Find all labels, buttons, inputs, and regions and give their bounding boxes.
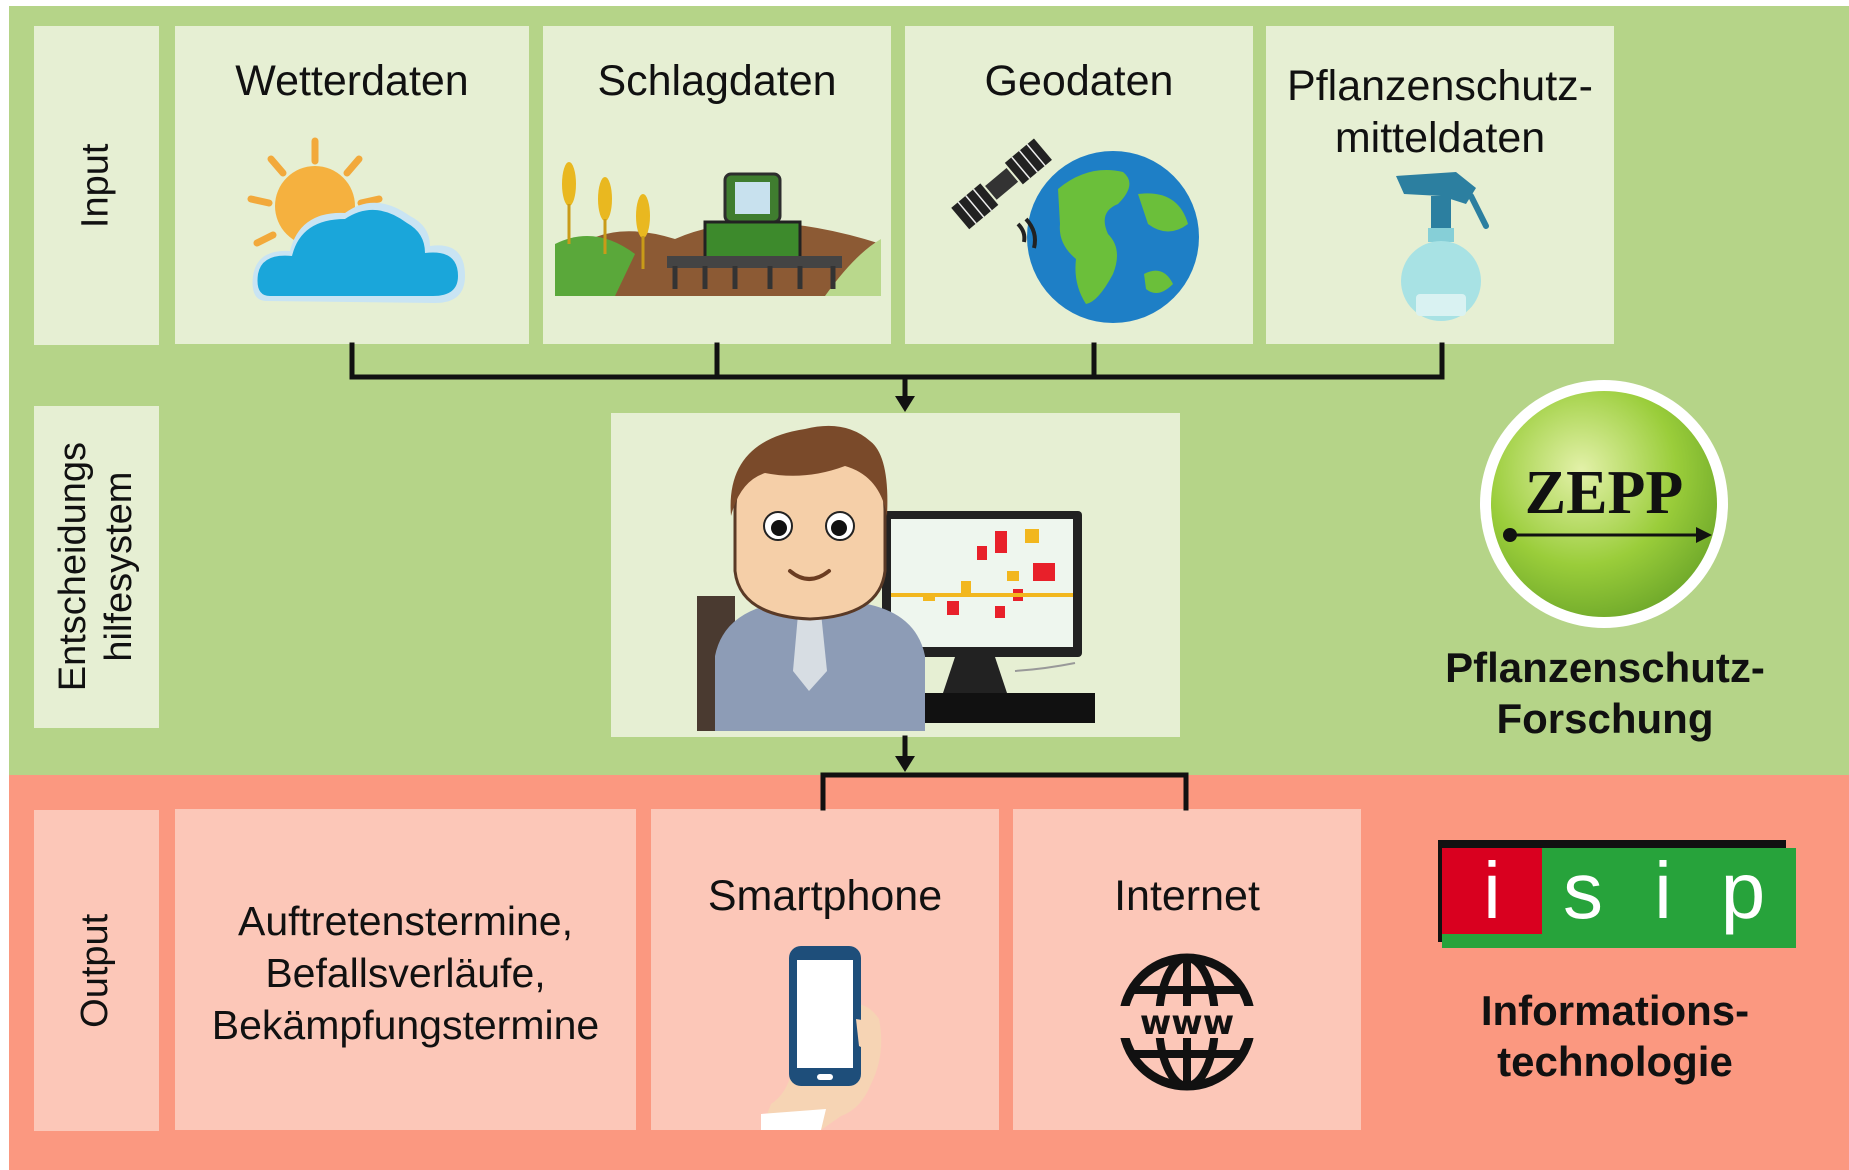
input-title-line2: mitteldaten — [1334, 113, 1546, 162]
zepp-caption: Pflanzenschutz- Forschung — [1380, 642, 1830, 744]
input-box-wetterdaten: Wetterdaten — [175, 26, 529, 344]
zepp-caption-line1: Pflanzenschutz- — [1445, 644, 1765, 691]
smartphone-hand-icon — [761, 946, 882, 1130]
input-title-schlagdaten: Schlagdaten — [597, 57, 837, 105]
output-box-termine: Auftretenstermine, Befallsverläufe, Bekä… — [175, 809, 636, 1130]
man-at-computer-icon — [697, 425, 1095, 731]
globe-satellite-icon — [951, 138, 1199, 323]
dss-row-label: Entscheidungs hilfesystem — [34, 406, 159, 728]
isip-logo: i s i p — [1438, 840, 1796, 950]
zepp-logo-text: ZEPP — [1525, 459, 1683, 527]
isip-caption-line1: Informations- — [1480, 987, 1750, 1034]
input-title-wetterdaten: Wetterdaten — [235, 57, 469, 105]
output-box-internet: Internet www — [1013, 809, 1361, 1130]
output-row-label: Output — [34, 810, 159, 1131]
zepp-logo: ZEPP — [1480, 380, 1728, 628]
input-title-geodaten: Geodaten — [984, 57, 1174, 105]
isip-caption-line2: technologie — [1497, 1038, 1733, 1086]
isip-letter-3: i — [1654, 846, 1672, 935]
dss-box — [611, 413, 1180, 737]
input-title-pflanzenschutz: Pflanzenschutz- mitteldaten — [1266, 61, 1614, 164]
weather-cloud-sun-icon — [247, 137, 465, 303]
output-box-smartphone: Smartphone — [651, 809, 999, 1130]
output-termine-line2: Befallsverläufe, — [265, 950, 546, 997]
arrow-to-dss — [895, 396, 915, 412]
zepp-caption-line2: Forschung — [1496, 695, 1714, 743]
input-merge-line — [349, 342, 1445, 380]
output-termine-line1: Auftretenstermine, — [238, 898, 573, 944]
isip-logo-red — [1442, 848, 1542, 934]
output-title-internet: Internet — [1114, 872, 1260, 920]
isip-letter-2: s — [1563, 846, 1603, 935]
spray-bottle-icon — [1396, 172, 1489, 321]
www-globe-icon: www — [1117, 953, 1257, 1091]
svg-text:www: www — [1140, 1003, 1234, 1043]
input-row-label: Input — [34, 26, 159, 345]
output-termine-text: Auftretenstermine, Befallsverläufe, Bekä… — [175, 895, 636, 1051]
input-box-pflanzenschutzmitteldaten: Pflanzenschutz- mitteldaten — [1266, 26, 1614, 344]
output-termine-line3: Bekämpfungstermine — [211, 1002, 600, 1049]
isip-letter-1: i — [1483, 846, 1501, 935]
field-tractor-icon — [555, 162, 881, 296]
isip-caption: Informations- technologie — [1390, 985, 1840, 1087]
output-split-line — [820, 772, 1189, 811]
arrow-to-output — [895, 756, 915, 772]
input-box-geodaten: Geodaten — [905, 26, 1253, 344]
output-title-smartphone: Smartphone — [707, 872, 943, 920]
isip-letter-4: p — [1720, 846, 1766, 935]
input-box-schlagdaten: Schlagdaten — [543, 26, 891, 344]
input-title-line1: Pflanzenschutz- — [1287, 62, 1593, 110]
